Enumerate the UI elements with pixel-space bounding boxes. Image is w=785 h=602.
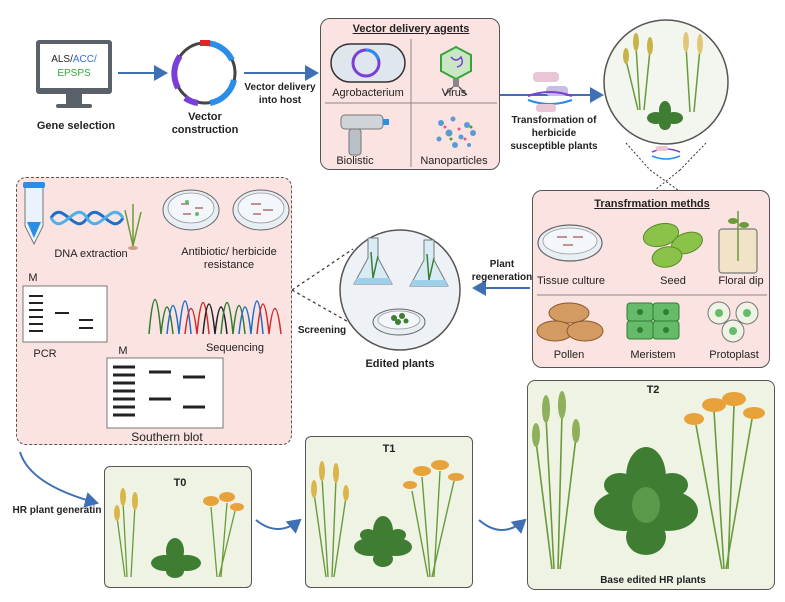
antibiotic-label-1: Antibiotic/ herbicide — [181, 246, 277, 258]
agents-title: Vector delivery agents — [352, 23, 470, 35]
method-seed: Seed — [660, 275, 686, 287]
agent-biolistic: Biolistic — [336, 155, 374, 167]
gene-selection-label: Gene selection — [36, 120, 116, 132]
antibiotic-label-2: resistance — [203, 259, 255, 271]
t1-panel: T1 — [305, 436, 473, 588]
method-meristem: Meristem — [630, 349, 676, 361]
zoom-line-down-right — [654, 169, 681, 191]
method-protoplast: Protoplast — [709, 349, 759, 361]
delivery-label-1: Vector delivery — [244, 82, 316, 93]
screening-analysis-panel: DNA extraction Antibiotic/ herbicide res… — [16, 177, 292, 445]
southern-blot-label: Southern blot — [131, 430, 203, 444]
regeneration-label-2: regeneration — [471, 272, 533, 283]
transformation-methods-panel: Transfrmation methds Tissue culture Seed… — [532, 190, 770, 368]
zoom-line-down-left — [649, 169, 679, 191]
vector-label-2: construction — [171, 124, 239, 136]
t2-label: T2 — [646, 384, 660, 396]
t0-label: T0 — [173, 477, 187, 489]
arrow-t0-to-t1 — [255, 518, 302, 534]
transformation-label-2: herbicide — [531, 128, 577, 139]
pcr-label: PCR — [33, 348, 57, 360]
methods-title: Transfrmation methds — [594, 198, 710, 210]
agent-virus: Virus — [441, 87, 467, 99]
screen-epsps: EPSPS — [57, 68, 91, 79]
screen-acc: ACC/ — [72, 54, 97, 65]
agent-nanoparticles: Nanoparticles — [420, 155, 488, 167]
sequencing-label: Sequencing — [205, 342, 265, 354]
southern-marker-label: M — [118, 345, 128, 357]
method-floral-dip: Floral dip — [718, 275, 764, 287]
regeneration-label-1: Plant — [489, 259, 515, 270]
t1-label: T1 — [382, 443, 396, 455]
dna-extraction-label: DNA extraction — [54, 248, 128, 260]
delivery-label-2: into host — [258, 95, 302, 106]
vector-label-1: Vector — [188, 111, 222, 123]
screen-als: ALS/ — [51, 54, 73, 65]
computer-monitor: ALS/ACC/ EPSPS — [36, 40, 112, 108]
screening-line-top — [291, 248, 354, 291]
screening-label: Screening — [297, 325, 347, 336]
pcr-marker-label: M — [28, 272, 38, 284]
agent-agrobacterium: Agrobacterium — [332, 87, 404, 99]
transformation-label-3: susceptible plants — [510, 141, 598, 152]
t2-caption: Base edited HR plants — [600, 575, 706, 586]
method-pollen: Pollen — [553, 349, 585, 361]
arrow-analysis-to-t0 — [19, 451, 99, 508]
hr-generation-label: HR plant generatin — [12, 505, 102, 516]
t0-panel: T0 — [104, 466, 252, 588]
edited-plants-label: Edited plants — [365, 358, 435, 370]
t2-panel: T2 Base edited HR plants — [527, 380, 775, 590]
arrow-t1-to-t2 — [478, 518, 527, 534]
transformation-label-1: Transformation of — [511, 115, 597, 126]
delivery-agents-panel: Vector delivery agents Agrobacterium Vir… — [320, 18, 500, 170]
method-tissue-culture: Tissue culture — [536, 275, 606, 287]
